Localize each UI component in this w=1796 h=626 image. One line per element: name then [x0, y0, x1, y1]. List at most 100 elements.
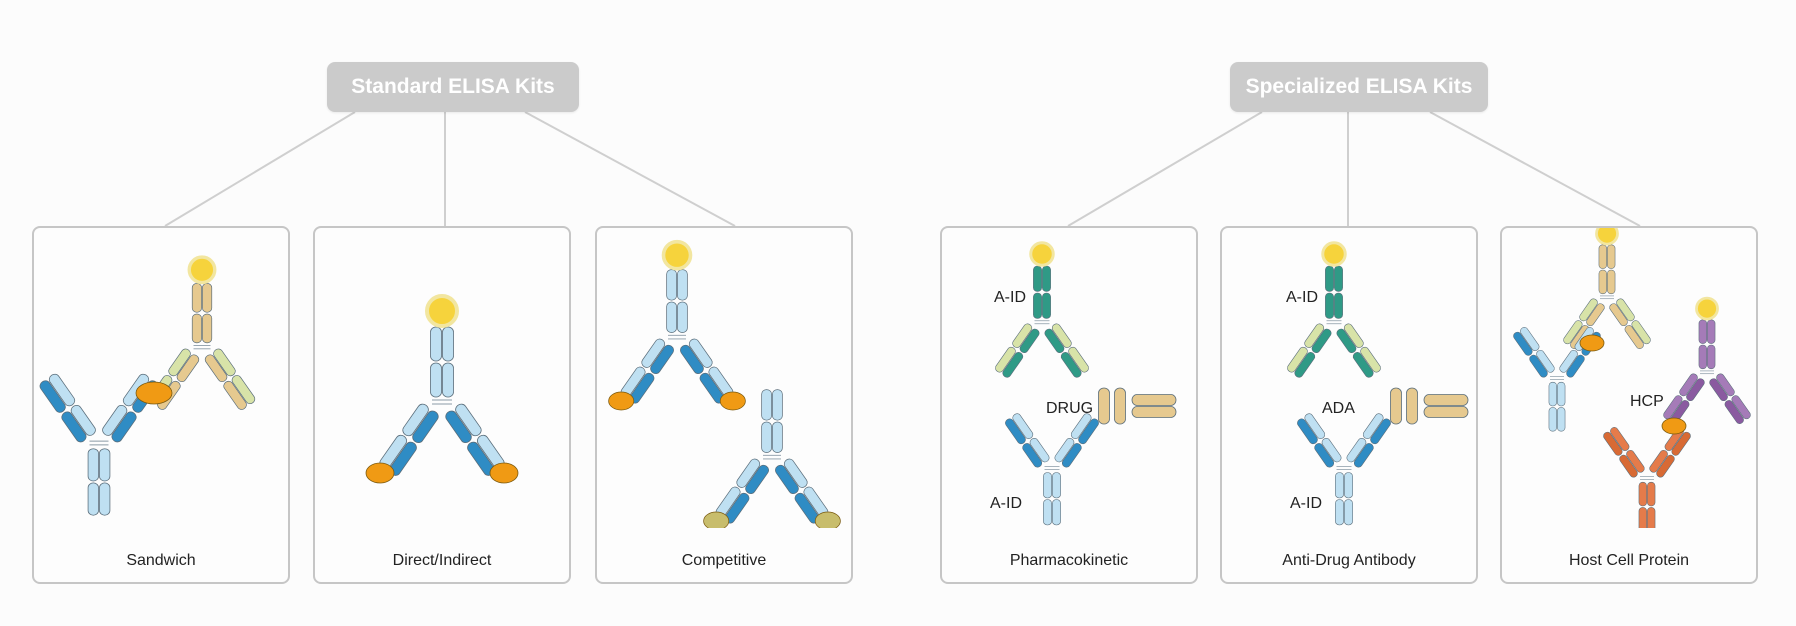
antibody-domain [1624, 325, 1644, 349]
antibody-domain [688, 338, 713, 368]
antibody-domain [213, 348, 236, 377]
antibody-domain [1586, 303, 1605, 327]
antibody-domain [48, 373, 76, 407]
antibody-domain [102, 404, 128, 436]
antibody-domain [1114, 387, 1126, 425]
antibody-domain [1647, 481, 1656, 507]
antigen-icon [365, 462, 395, 484]
antibody-domain [1724, 400, 1744, 424]
connector-line [524, 111, 736, 227]
antibody-domain [1343, 323, 1364, 348]
antibody-domain [1716, 373, 1735, 397]
antibody-domain [1304, 413, 1326, 439]
antibody-domain [677, 301, 688, 333]
antibody-domain [1626, 449, 1645, 473]
antibody-domain [1563, 320, 1583, 345]
antigen-icon [719, 391, 746, 411]
antibody-arm [204, 348, 256, 410]
antibody-domain [61, 411, 87, 443]
antibody-domain [1051, 323, 1072, 348]
enzyme-label-icon [425, 294, 459, 328]
antigen-icon [703, 511, 730, 528]
antibody-domain [1068, 346, 1089, 373]
antibody-domain [99, 482, 111, 516]
antibody-domain [1098, 387, 1110, 425]
panel-competitive: Competitive [595, 226, 853, 584]
connector-line [1067, 111, 1263, 227]
antibody-domain [455, 403, 482, 437]
antibody-arm [379, 403, 439, 476]
panel-direct-indirect: Direct/Indirect [313, 226, 571, 584]
anti-drug-antibody-illustration: A-ID ADA A-ID [1286, 241, 1469, 526]
antibody-domain [1070, 413, 1092, 439]
label-ada: ADA [1322, 400, 1355, 417]
antibody-domain [1042, 292, 1051, 319]
label-a-id-top: A-ID [1286, 289, 1318, 306]
antibody-domain [1559, 349, 1578, 373]
antibody-domain [1043, 472, 1052, 499]
antibody-arm [39, 373, 96, 443]
antibody-domain [1579, 298, 1598, 322]
antibody-domain [995, 346, 1016, 373]
antigen-icon [1579, 334, 1605, 352]
antibody-domain [1607, 244, 1616, 269]
antibody-domain [1346, 437, 1367, 463]
antibody [608, 239, 746, 411]
antibody-domain [1044, 328, 1065, 354]
label-a-id-top: A-ID [994, 289, 1026, 306]
antibody-domain [1638, 507, 1647, 528]
drug-molecule [1098, 387, 1126, 425]
antibody-domain [202, 313, 213, 344]
antibody-domain [1061, 443, 1082, 468]
antibody-arm [775, 458, 829, 524]
antibody-domain [1344, 499, 1353, 526]
antibody-domain [666, 301, 677, 333]
antibody-domain [745, 464, 769, 495]
panel-caption: Host Cell Protein [1568, 552, 1690, 569]
antibody-domain [1078, 418, 1099, 445]
antibody-domain [1536, 349, 1555, 373]
antibody-domain [1390, 387, 1402, 425]
antibody-domain [1033, 292, 1042, 319]
antibody-arm [1054, 413, 1099, 468]
antibody-domain [1557, 407, 1566, 432]
antibody-domain [176, 354, 200, 383]
antigen-icon [489, 462, 519, 484]
antibody-domain [1060, 352, 1082, 378]
antibody-domain [1314, 443, 1335, 468]
antibody-domain [1033, 265, 1042, 292]
antibody-arm [1005, 413, 1050, 468]
antibody-domain [677, 269, 688, 301]
antibody-domain [1520, 327, 1540, 351]
panel-host-cell-protein: HCP Host Cell Protein [1500, 226, 1758, 584]
antibody-arm [995, 323, 1040, 378]
antibody-domain [1698, 319, 1707, 344]
label-a-id-bottom: A-ID [1290, 495, 1322, 512]
antibody-domain [1019, 328, 1040, 354]
antibody-domain [168, 348, 191, 377]
antibody [1603, 427, 1691, 528]
antibody-domain [1679, 373, 1698, 397]
antibody-domain [761, 389, 772, 421]
antibody-domain [775, 464, 799, 495]
antibody-domain [99, 448, 111, 482]
antibody-domain [1294, 352, 1316, 378]
panel-caption: Direct/Indirect [392, 552, 492, 569]
antibody-domain [1005, 418, 1026, 445]
connector-line [1429, 111, 1641, 227]
antibody-domain [70, 404, 96, 436]
drug-molecule [1423, 394, 1469, 418]
antibody [995, 241, 1089, 378]
antibody-arm [1563, 298, 1605, 349]
antibody-domain [1334, 265, 1343, 292]
antibody-domain [772, 421, 783, 453]
antibody-domain [680, 344, 704, 375]
antibody [39, 373, 159, 516]
standard-elisa-header: Standard ELISA Kits [327, 62, 579, 112]
antibody [1563, 228, 1651, 349]
direct-indirect-illustration [365, 294, 519, 484]
antibody-domain [1353, 443, 1374, 468]
enzyme-label-icon [1029, 241, 1055, 267]
